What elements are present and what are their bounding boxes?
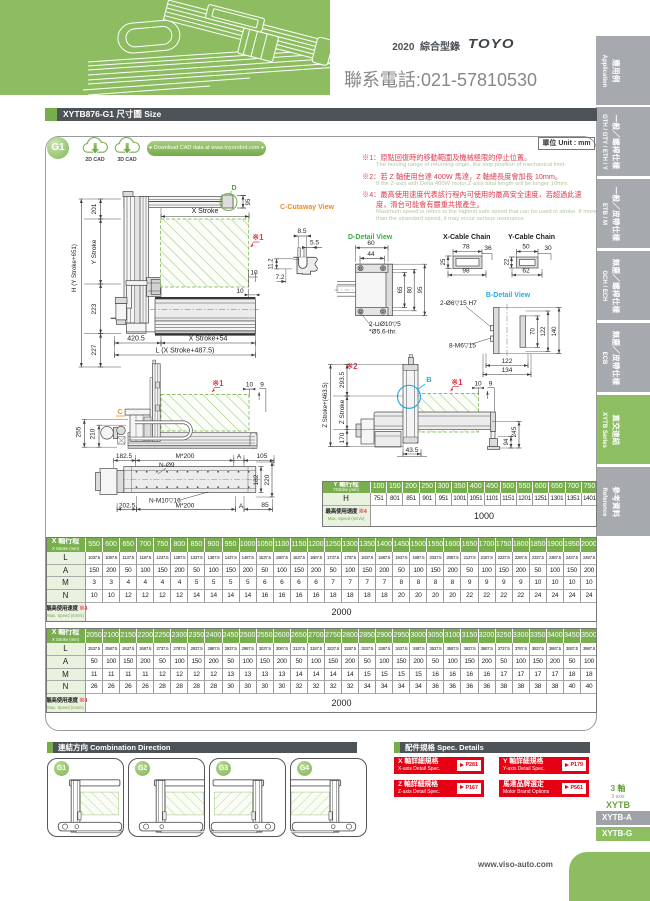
svg-text:43.5: 43.5 — [406, 447, 419, 454]
svg-text:293.5: 293.5 — [339, 371, 346, 388]
svg-text:420.5: 420.5 — [127, 336, 145, 343]
svg-text:30: 30 — [544, 245, 552, 252]
svg-text:94: 94 — [504, 438, 510, 445]
svg-text:*Ø5.6-thr.: *Ø5.6-thr. — [369, 329, 397, 336]
svg-text:78: 78 — [462, 244, 470, 251]
svg-text:B-Detail View: B-Detail View — [486, 292, 531, 299]
svg-text:C-Cutaway View: C-Cutaway View — [280, 204, 334, 211]
svg-text:9: 9 — [260, 382, 264, 389]
svg-text:140: 140 — [552, 326, 558, 337]
svg-text:122: 122 — [502, 358, 513, 365]
svg-text:Y-Cable Chain: Y-Cable Chain — [508, 234, 555, 241]
svg-text:10: 10 — [250, 270, 258, 277]
svg-text:※1: ※1 — [451, 378, 463, 387]
svg-text:202.5: 202.5 — [119, 503, 136, 510]
svg-text:8-M6▽15: 8-M6▽15 — [449, 343, 476, 350]
svg-text:85: 85 — [261, 502, 269, 509]
svg-text:182.5: 182.5 — [116, 453, 133, 460]
svg-text:B: B — [426, 375, 432, 384]
svg-text:95: 95 — [246, 198, 252, 205]
svg-text:N-M10▽16: N-M10▽16 — [149, 498, 181, 505]
svg-text:80: 80 — [408, 286, 414, 293]
svg-text:7.2: 7.2 — [275, 274, 284, 281]
svg-text:M*200: M*200 — [176, 453, 195, 460]
svg-text:245: 245 — [511, 426, 518, 437]
svg-text:122: 122 — [541, 326, 547, 337]
svg-text:134: 134 — [502, 367, 513, 374]
svg-text:44: 44 — [367, 251, 375, 258]
svg-text:95: 95 — [418, 286, 424, 293]
svg-text:X Stroke: X Stroke — [192, 208, 219, 215]
svg-text:X Stroke+54: X Stroke+54 — [189, 336, 228, 343]
svg-text:11.2: 11.2 — [269, 258, 275, 270]
svg-text:170: 170 — [339, 432, 346, 443]
svg-text:9: 9 — [489, 381, 493, 388]
svg-text:210: 210 — [90, 428, 97, 439]
svg-text:227: 227 — [91, 344, 98, 355]
svg-text:105: 105 — [257, 453, 268, 460]
svg-text:Z Stroke: Z Stroke — [339, 399, 346, 424]
svg-text:98: 98 — [462, 268, 470, 275]
svg-text:60: 60 — [367, 240, 375, 247]
svg-text:Z Stroke+(463.5): Z Stroke+(463.5) — [323, 382, 329, 427]
svg-text:50: 50 — [522, 244, 530, 251]
svg-text:255: 255 — [76, 426, 83, 437]
svg-text:※2: ※2 — [346, 362, 358, 371]
svg-text:36: 36 — [484, 245, 492, 252]
svg-text:A: A — [239, 503, 244, 510]
svg-text:70: 70 — [531, 328, 537, 335]
svg-text:201: 201 — [91, 203, 98, 214]
svg-text:C: C — [117, 409, 122, 416]
svg-text:182: 182 — [253, 474, 260, 485]
svg-text:D: D — [231, 185, 236, 192]
svg-text:2D CAD: 2D CAD — [85, 157, 105, 163]
svg-text:5.5: 5.5 — [310, 240, 319, 247]
svg-text:Y Stroke: Y Stroke — [91, 239, 98, 264]
svg-text:2-Ø6▽15 H7: 2-Ø6▽15 H7 — [440, 300, 477, 307]
svg-text:8.5: 8.5 — [297, 228, 306, 235]
svg-text:X-Cable Chain: X-Cable Chain — [443, 234, 490, 241]
svg-text:A: A — [237, 454, 242, 461]
svg-text:L (X Stroke+487.5): L (X Stroke+487.5) — [156, 348, 215, 355]
svg-text:65: 65 — [398, 286, 404, 293]
svg-text:10: 10 — [236, 288, 244, 295]
svg-text:10: 10 — [474, 381, 482, 388]
svg-text:220: 220 — [264, 474, 271, 485]
svg-text:D-Detail View: D-Detail View — [348, 234, 393, 241]
svg-text:N-Ø9: N-Ø9 — [159, 462, 175, 469]
svg-text:M*200: M*200 — [176, 503, 195, 510]
svg-text:25: 25 — [441, 258, 447, 265]
svg-text:62: 62 — [522, 268, 530, 275]
svg-text:2-⊔Ø10▽5: 2-⊔Ø10▽5 — [369, 321, 401, 328]
svg-text:10: 10 — [246, 382, 254, 389]
svg-text:22: 22 — [505, 258, 511, 265]
svg-text:※1: ※1 — [252, 233, 264, 242]
svg-text:H (Y Stroke+651): H (Y Stroke+651) — [71, 244, 78, 292]
svg-text:※1: ※1 — [212, 379, 224, 388]
svg-text:223: 223 — [91, 303, 98, 314]
svg-text:3D CAD: 3D CAD — [117, 157, 137, 163]
